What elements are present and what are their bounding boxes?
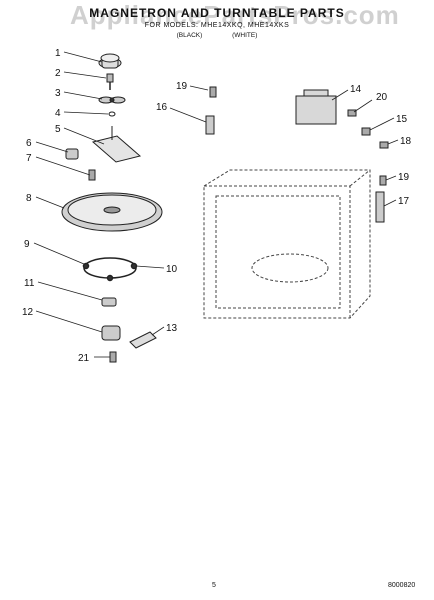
callout-labels: 1 2 3 4 5 6 7 8 9 10 11 12 13 14 15 16 1… [22,48,412,364]
callout-14: 14 [350,84,362,95]
callout-18: 18 [400,136,412,147]
callout-6: 6 [26,138,32,149]
callout-15: 15 [396,114,408,125]
callout-1: 1 [55,48,61,59]
leader-lines [33,51,399,358]
model-line: FOR MODELS: MHE14XKQ, MHE14XKS [144,22,290,29]
variant-black: (BLACK) [176,32,203,39]
callout-13: 13 [166,323,178,334]
page-number: 5 [212,582,216,589]
part-2-shape [106,73,114,90]
screw-parts [209,86,389,186]
callout-19b: 19 [398,172,410,183]
callout-4: 4 [55,108,61,119]
part-14-capacitor [295,89,337,125]
callout-9: 9 [24,239,30,250]
callout-2: 2 [55,68,61,79]
callout-3: 3 [55,88,61,99]
part-1-shape [98,53,122,69]
cabinet-outline [203,169,371,319]
callout-5: 5 [55,124,61,135]
part-11-shape [101,297,117,307]
part-21-shape [109,351,117,363]
part-13-shape [129,331,157,349]
part-12-motor [101,325,121,341]
part-6-shape [65,148,79,160]
callout-12: 12 [22,307,34,318]
part-5-shape [91,126,142,163]
callout-16: 16 [156,102,168,113]
part-17-shape [375,191,385,223]
part-16-shape [205,115,215,135]
part-8-glass-tray [61,192,163,232]
callout-21: 21 [78,353,90,364]
part-4-shape [108,111,116,117]
page-title: MAGNETRON AND TURNTABLE PARTS [89,6,345,20]
callout-7: 7 [26,153,32,164]
callout-11: 11 [24,278,35,289]
variant-line: (BLACK) (WHITE) [0,32,434,39]
variant-white: (WHITE) [232,32,258,39]
callout-20: 20 [376,92,388,103]
part-3-shape [98,96,126,104]
callout-17: 17 [398,196,410,207]
reference-code: 8000820 [388,582,416,589]
callout-8: 8 [26,193,32,204]
part-9-roller-ring [82,257,138,282]
callout-10: 10 [166,264,178,275]
callout-19a: 19 [176,81,188,92]
